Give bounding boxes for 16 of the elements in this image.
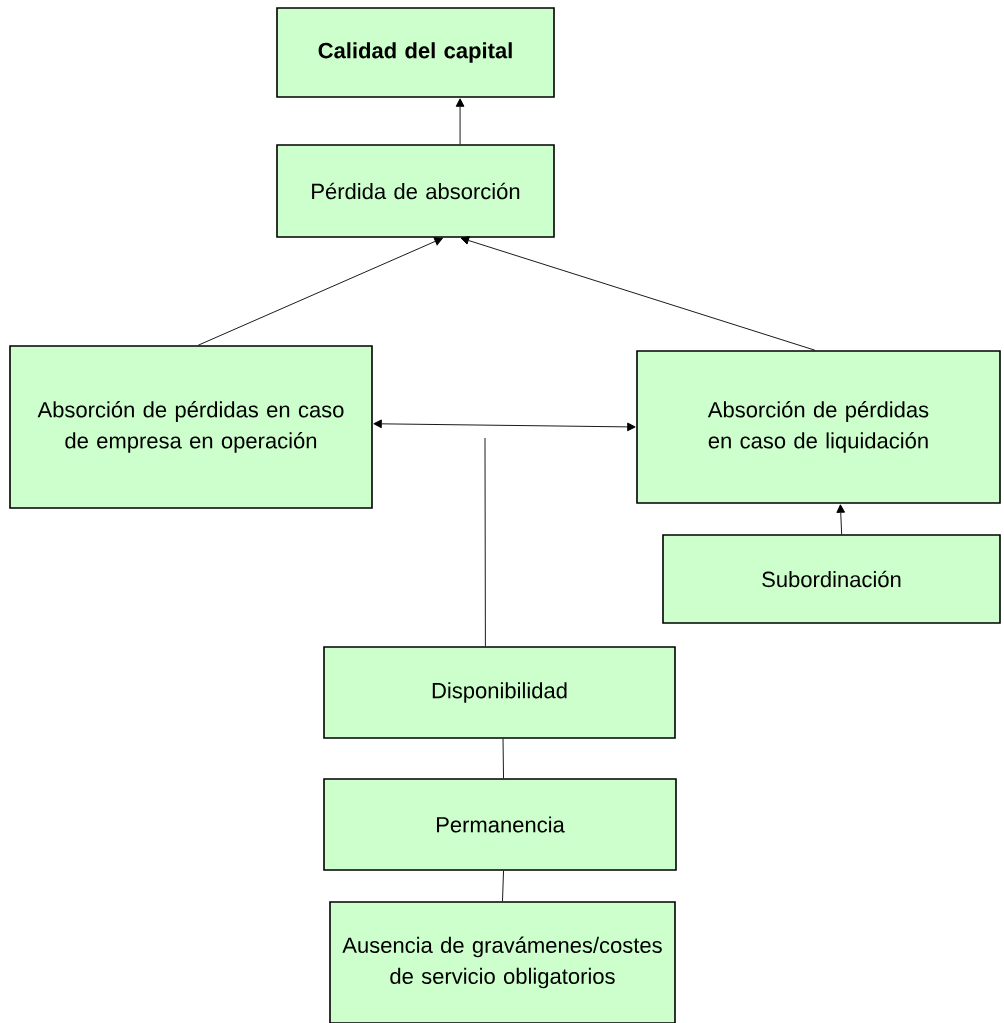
connector-line — [502, 738, 504, 779]
arrow — [373, 419, 636, 432]
box: Absorción de pérdidas en caso de liquidación — [636, 350, 1001, 504]
box: Disponibilidad — [323, 646, 676, 739]
arrow — [197, 237, 443, 346]
box: Subordinación — [662, 534, 1001, 624]
connector-line — [484, 437, 486, 647]
box: Absorción de pérdidas en caso de empresa en operación — [9, 345, 373, 509]
box: Calidad del capital — [276, 7, 555, 98]
box: Ausencia de gravámenes/costes de servicio obligatorios — [329, 901, 676, 1023]
connector-line — [502, 870, 504, 902]
arrow — [460, 236, 816, 351]
arrow — [455, 98, 465, 145]
box: Pérdida de absorción — [276, 144, 555, 238]
box: Permanencia — [323, 778, 677, 871]
arrow — [836, 504, 846, 535]
